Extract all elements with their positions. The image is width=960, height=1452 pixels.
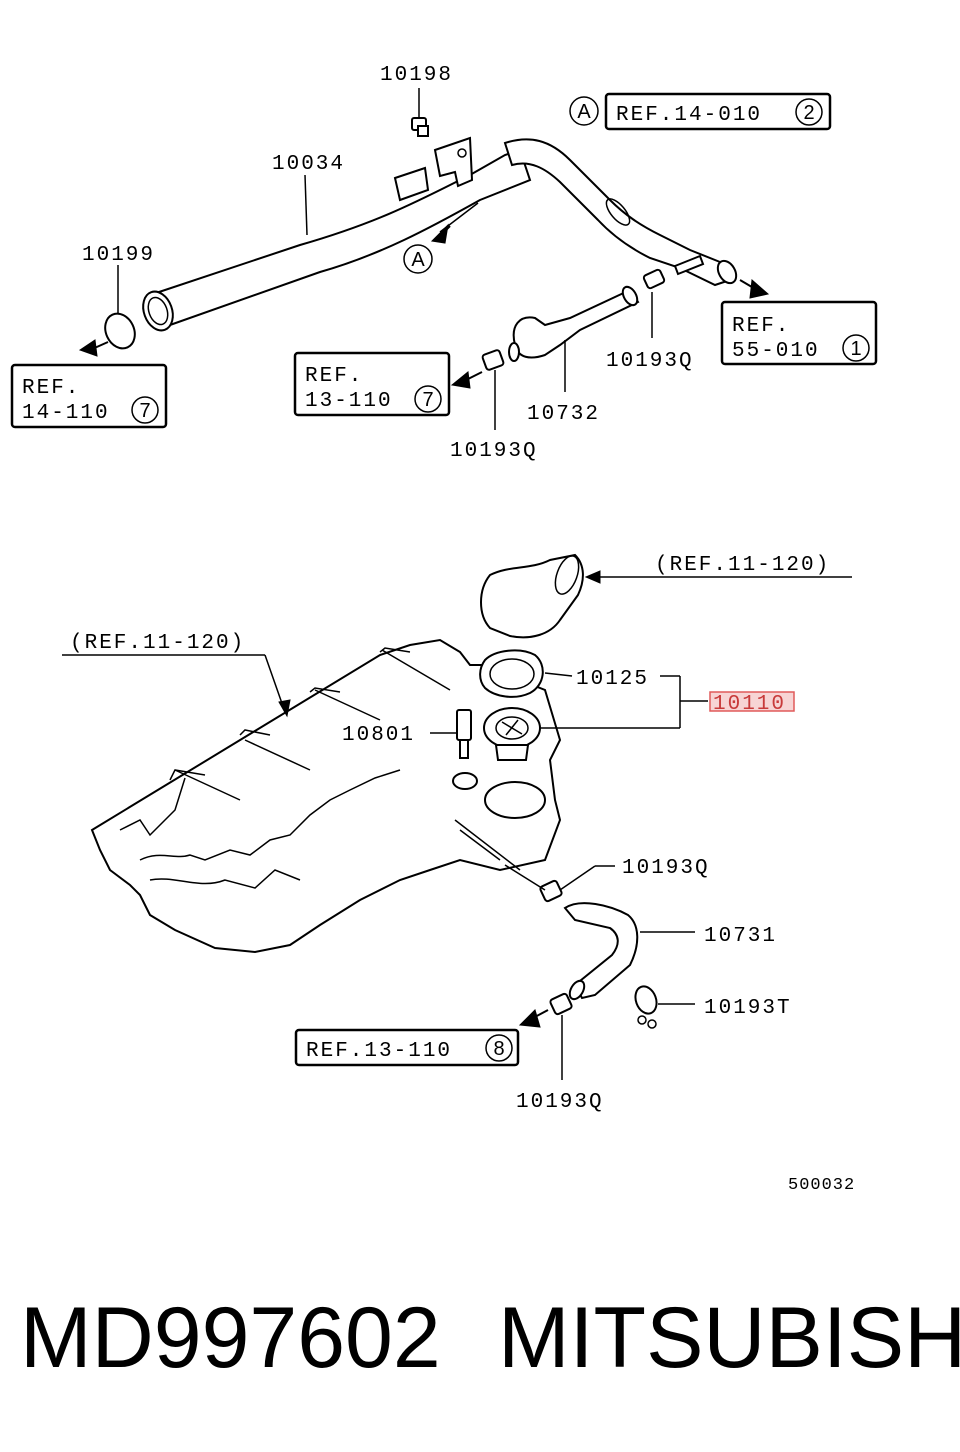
label-10193q-left: 10193Q bbox=[450, 440, 538, 463]
hose-clamp-left-drawing bbox=[481, 349, 505, 430]
label-10193q-right: 10193Q bbox=[606, 350, 694, 373]
marker-a-bottom: A bbox=[411, 249, 425, 271]
ref-box-14-110[interactable]: REF. 14-110 7 bbox=[10, 363, 168, 429]
ref-text-line2: 13-110 bbox=[305, 390, 393, 413]
diagram-code: 500032 bbox=[788, 1176, 855, 1195]
ref-text: REF.14-010 bbox=[616, 104, 762, 127]
ref-11-120-left: (REF.11-120) bbox=[70, 632, 245, 655]
ref-box-13-110-lower[interactable]: REF.13-110 8 bbox=[294, 1028, 520, 1067]
arrow-icon bbox=[430, 223, 449, 244]
ref-box-55-010[interactable]: REF. 55-010 1 bbox=[720, 300, 878, 366]
ref-circle-number: 8 bbox=[493, 1038, 504, 1060]
gasket-drawing bbox=[479, 649, 544, 698]
arrow-icon bbox=[749, 278, 770, 299]
ref-text-line1: REF. bbox=[22, 377, 80, 400]
upper-assembly: A A 10198 10034 10199 10193Q 10732 10193… bbox=[10, 64, 878, 463]
bolt-drawing bbox=[411, 88, 429, 137]
water-pipe-drawing bbox=[142, 136, 738, 332]
o-ring-drawing bbox=[452, 772, 478, 790]
ref-box-13-110-upper[interactable]: REF. 13-110 7 bbox=[293, 351, 451, 417]
label-10193t: 10193T bbox=[704, 997, 792, 1020]
label-10034: 10034 bbox=[272, 153, 345, 176]
brand-name: MITSUBISHI bbox=[498, 1290, 960, 1386]
lower-hose-drawing bbox=[563, 902, 639, 1001]
temp-sensor-drawing bbox=[430, 709, 472, 759]
hose-drawing bbox=[508, 285, 640, 362]
label-10110: 10110 bbox=[713, 693, 786, 716]
water-outlet-drawing bbox=[480, 553, 584, 639]
ref-text-line2: 55-010 bbox=[732, 340, 820, 363]
label-10731: 10731 bbox=[704, 925, 777, 948]
label-10732: 10732 bbox=[527, 403, 600, 426]
ref-circle-number: 2 bbox=[803, 102, 814, 124]
label-10198: 10198 bbox=[380, 64, 453, 87]
ref-text-line2: 14-110 bbox=[22, 402, 110, 425]
ref-circle-number: 1 bbox=[850, 338, 861, 360]
ref-circle-number: 7 bbox=[139, 400, 150, 422]
hose-clamp-bottom-drawing bbox=[549, 992, 573, 1080]
housing-flange-drawing bbox=[484, 781, 546, 819]
lower-assembly: (REF.11-120) (REF.11-120) 10125 10110 10… bbox=[62, 553, 852, 1114]
label-10110-highlighted[interactable]: 10110 bbox=[709, 691, 795, 716]
label-10801: 10801 bbox=[342, 724, 415, 747]
ref-text-line1: REF. bbox=[732, 315, 790, 338]
ref-text: REF.13-110 bbox=[306, 1040, 452, 1063]
label-10199: 10199 bbox=[82, 244, 155, 267]
hose-clamp-right-drawing bbox=[642, 268, 666, 338]
spring-clamp-drawing bbox=[634, 985, 695, 1029]
arrow-icon bbox=[450, 371, 471, 389]
cylinder-head-drawing bbox=[90, 638, 562, 954]
part-number: MD997602 bbox=[20, 1290, 441, 1386]
thermostat-drawing bbox=[483, 707, 541, 761]
label-10125: 10125 bbox=[576, 668, 649, 691]
hose-clamp-top-drawing bbox=[504, 864, 615, 903]
label-10193q-top: 10193Q bbox=[622, 857, 710, 880]
ref-circle-number: 7 bbox=[422, 389, 433, 411]
ref-11-120-right: (REF.11-120) bbox=[655, 554, 830, 577]
label-10193q-bottom: 10193Q bbox=[516, 1091, 604, 1114]
marker-a-top: A bbox=[577, 101, 591, 123]
arrow-icon bbox=[518, 1009, 541, 1028]
gasket-ring-drawing bbox=[104, 312, 136, 350]
ref-box-14-010[interactable]: REF.14-010 2 bbox=[604, 92, 832, 131]
ref-text-line1: REF. bbox=[305, 365, 363, 388]
